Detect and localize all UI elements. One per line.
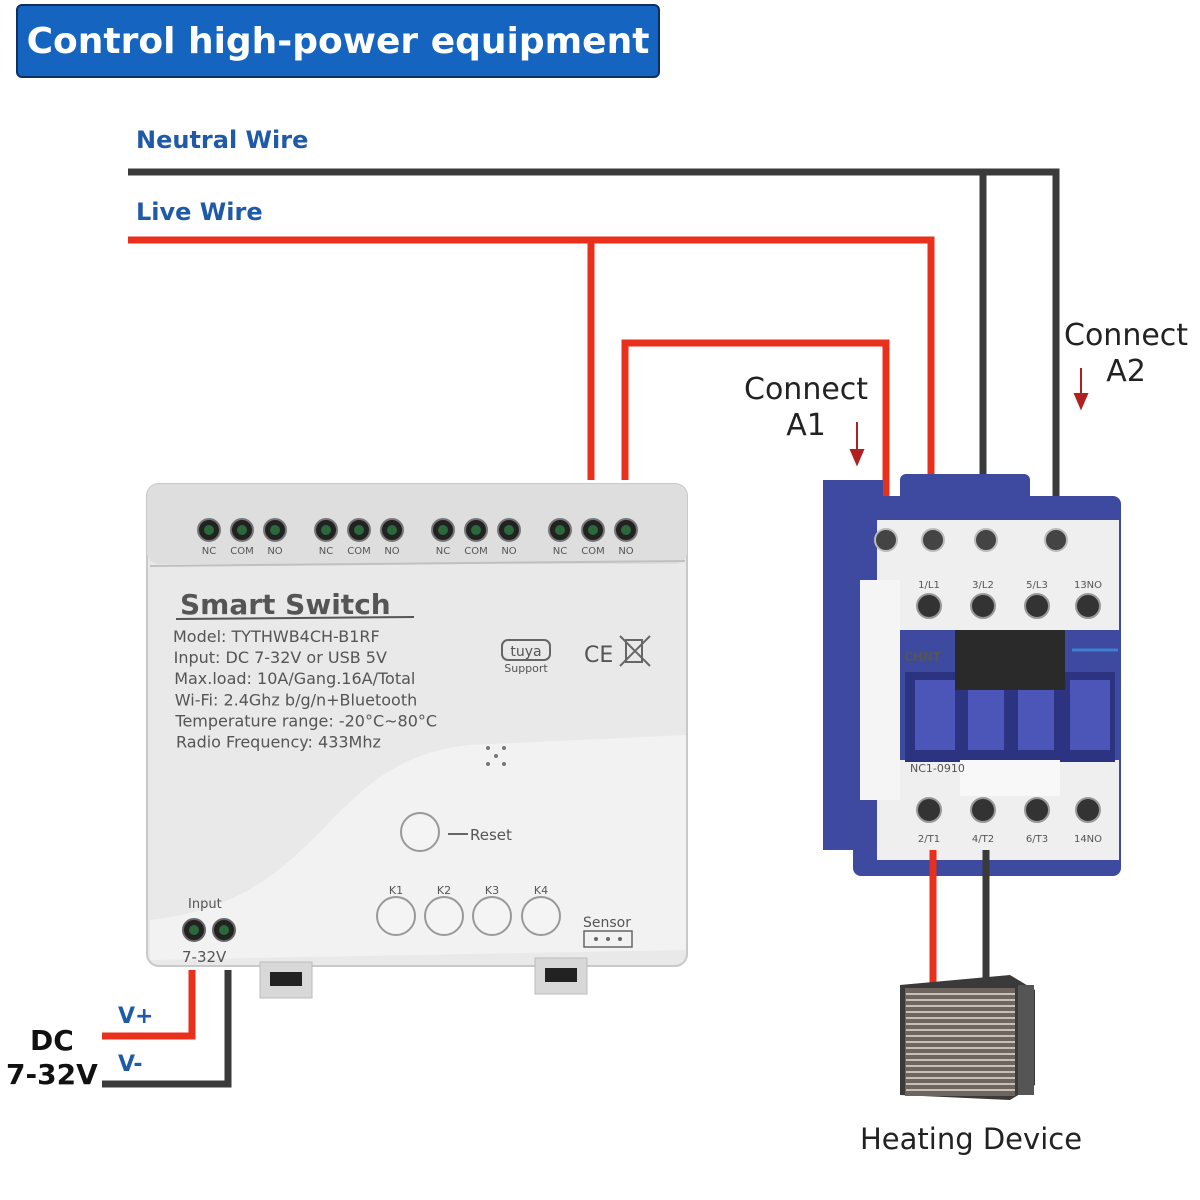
live-wire-label: Live Wire xyxy=(136,198,263,226)
spec-line: Radio Frequency: 433Mhz xyxy=(176,733,381,752)
contactor-bottom-terminal[interactable] xyxy=(1024,797,1050,823)
v-minus-label: V- xyxy=(118,1052,143,1077)
relay-terminal-label: NO xyxy=(501,546,516,557)
spec-line: Max.load: 10A/Gang.16A/Total xyxy=(174,669,415,688)
contactor-top-terminal[interactable] xyxy=(1024,593,1050,619)
contactor-terminals: 1/L1 2/T1 3/L2 4/T2 5/L3 6/T3 13NO 14NO xyxy=(874,528,1102,845)
input-range-label: 7-32V xyxy=(182,948,227,966)
relay-terminal-label: NO xyxy=(384,546,399,557)
contactor-top-terminal[interactable] xyxy=(1075,593,1101,619)
ce-mark: CE xyxy=(584,643,613,668)
page-title: Control high-power equipment xyxy=(26,20,650,62)
contactor-brand: CHNT xyxy=(904,650,942,664)
input-label: Input xyxy=(188,897,222,912)
k-button-label: K3 xyxy=(485,884,499,897)
arrow-a1 xyxy=(849,422,865,467)
connect-a2-label: Connect A2 xyxy=(1064,318,1189,389)
spec-line: Temperature range: -20°C~80°C xyxy=(174,711,437,730)
dc-plus-wire xyxy=(102,970,196,1040)
arrow-a2 xyxy=(1073,368,1089,411)
reset-label: Reset xyxy=(470,826,512,844)
relay-terminal-label: NC xyxy=(553,546,567,557)
relay-terminal-label: NC xyxy=(319,546,333,557)
reset-button[interactable] xyxy=(400,812,440,852)
contactor-top-terminal[interactable] xyxy=(970,593,996,619)
contactor-top-label: 13NO xyxy=(1074,580,1102,591)
k-buttons: K1 K2 K3 K4 xyxy=(376,884,561,936)
v-plus-label: V+ xyxy=(118,1004,154,1029)
k-button[interactable] xyxy=(376,896,416,936)
contactor-bottom-label: 2/T1 xyxy=(918,834,940,845)
k-button-label: K4 xyxy=(534,884,548,897)
contactor-bottom-terminal[interactable] xyxy=(1075,797,1101,823)
contactor-top-terminal[interactable] xyxy=(916,593,942,619)
contactor-top-label: 1/L1 xyxy=(918,580,940,591)
weee-icon xyxy=(619,635,651,667)
contactor-top-label: 5/L3 xyxy=(1026,580,1048,591)
k-button[interactable] xyxy=(472,896,512,936)
sensor-label: Sensor xyxy=(583,915,631,931)
live-wire xyxy=(128,236,935,580)
dc-minus-wire xyxy=(102,970,232,1088)
contactor-bottom-terminal[interactable] xyxy=(970,797,996,823)
title-banner: Control high-power equipment xyxy=(16,4,660,78)
relay-terminal-label: COM xyxy=(464,546,487,557)
tuya-text: tuya xyxy=(510,644,541,660)
contactor-bottom-label: 4/T2 xyxy=(972,834,994,845)
contactor xyxy=(823,474,1121,876)
dc-power-label: DC 7-32V xyxy=(6,1024,98,1091)
connect-a1-label: Connect A1 xyxy=(744,372,869,443)
spec-line: Wi-Fi: 2.4Ghz b/g/n+Bluetooth xyxy=(175,690,417,709)
neutral-wire-label: Neutral Wire xyxy=(136,126,309,154)
heating-device-icon xyxy=(900,975,1035,1100)
contactor-bottom-terminal[interactable] xyxy=(916,797,942,823)
tuya-logo: tuya Support xyxy=(501,639,551,675)
k-button[interactable] xyxy=(521,896,561,936)
k-button-label: K2 xyxy=(437,884,451,897)
k-button-label: K1 xyxy=(389,884,403,897)
speaker-icon xyxy=(486,746,506,766)
neutral-wire xyxy=(128,168,1060,520)
relay-terminal-label: NC xyxy=(202,546,216,557)
contactor-top-label: 3/L2 xyxy=(972,580,994,591)
device-specs: Model: TYTHWB4CH-B1RF Input: DC 7-32V or … xyxy=(173,627,437,752)
heating-device-label: Heating Device xyxy=(860,1122,1083,1156)
contactor-bottom-label: 6/T3 xyxy=(1026,834,1048,845)
contactor-bottom-label: 14NO xyxy=(1074,834,1102,845)
contactor-model: NC1-0910 xyxy=(910,762,965,775)
relay-terminal-label: COM xyxy=(347,546,370,557)
relay-terminal-label: COM xyxy=(230,546,253,557)
sensor-port[interactable] xyxy=(583,930,633,948)
relay-terminals: NC COM NO NC COM NO NC COM NO NC COM NO xyxy=(197,518,638,557)
k-button[interactable] xyxy=(424,896,464,936)
relay-terminal-label: NO xyxy=(618,546,633,557)
tuya-support-text: Support xyxy=(504,662,548,675)
relay-terminal-label: NC xyxy=(436,546,450,557)
device-name: Smart Switch xyxy=(180,588,391,621)
spec-line: Model: TYTHWB4CH-B1RF xyxy=(173,627,380,646)
spec-line: Input: DC 7-32V or USB 5V xyxy=(174,648,387,667)
relay-terminal-label: COM xyxy=(581,546,604,557)
relay-terminal-label: NO xyxy=(267,546,282,557)
output-wire-a1 xyxy=(621,339,890,520)
